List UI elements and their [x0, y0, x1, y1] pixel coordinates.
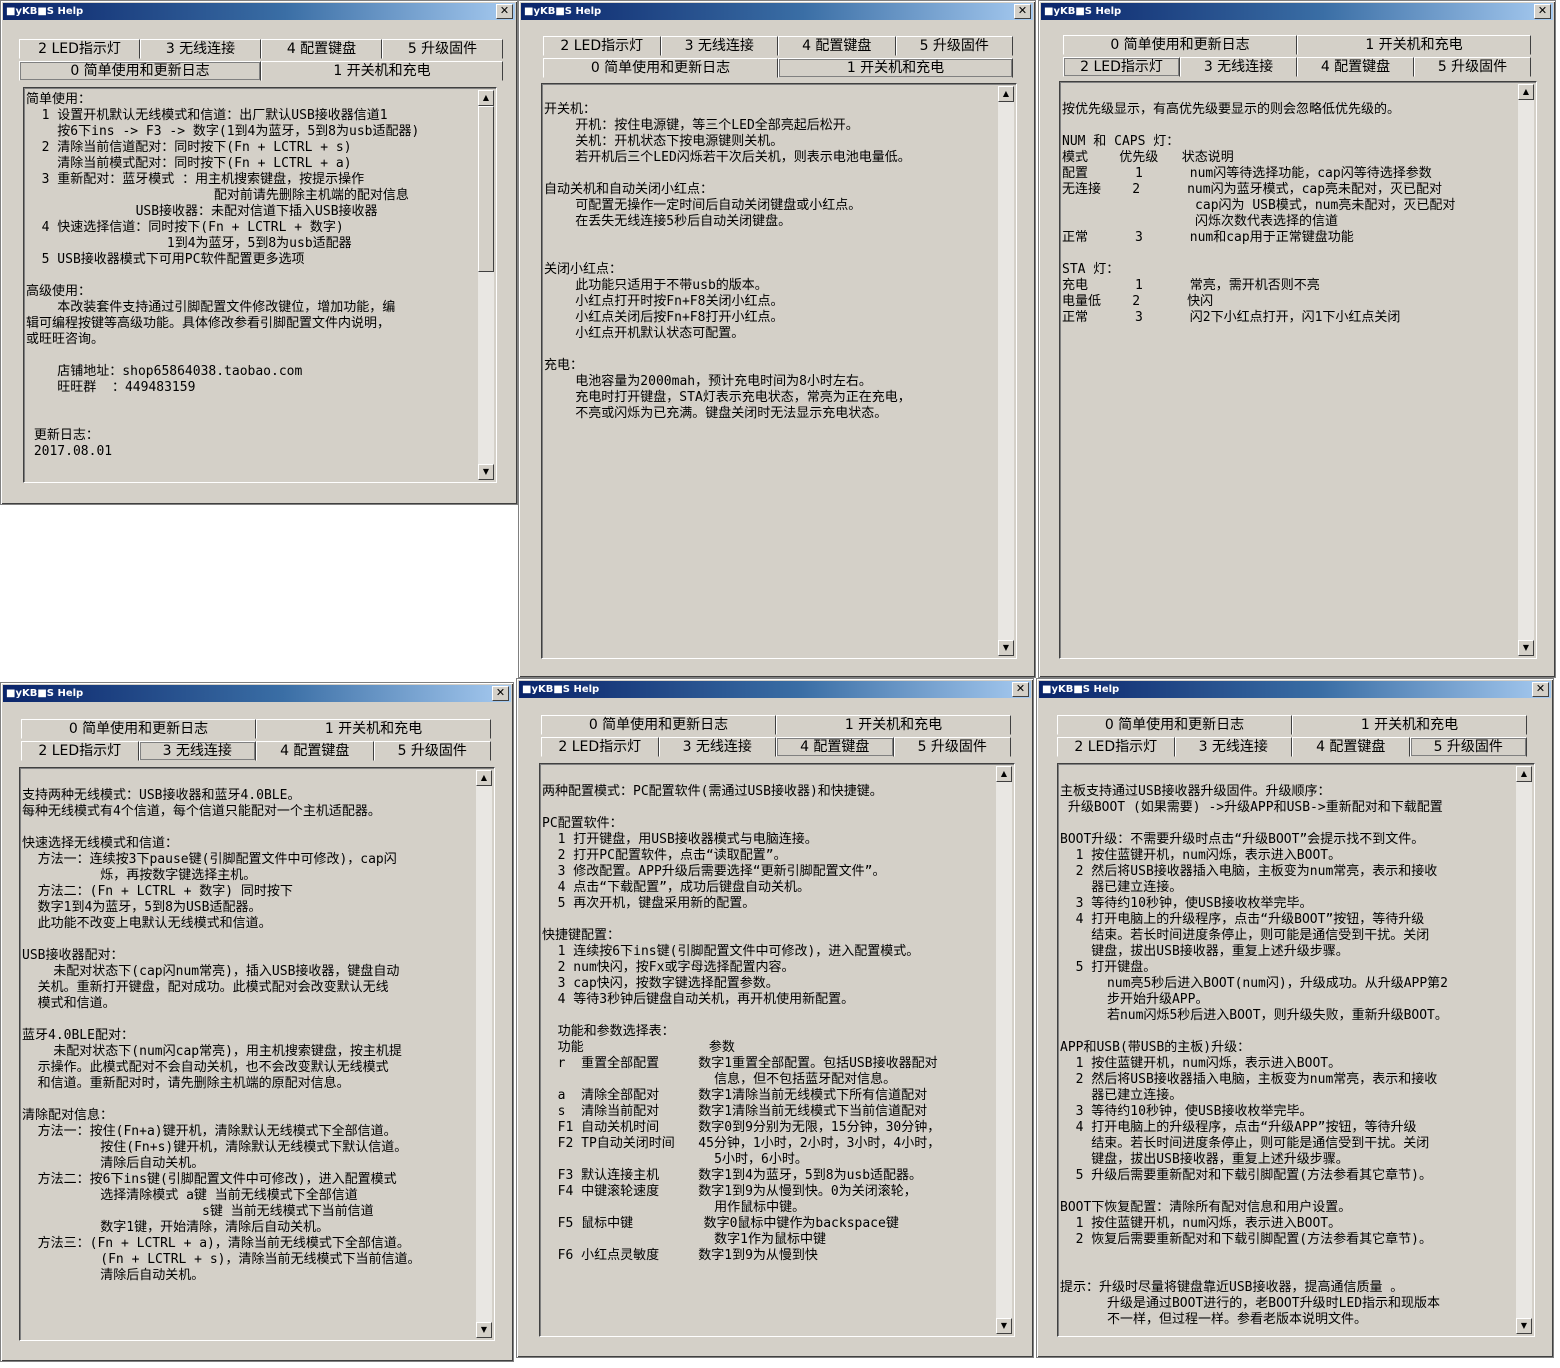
help-text-area[interactable]: 主板支持通过USB接收器升级固件。升级顺序： 升级BOOT (如果需要) ->升… — [1057, 763, 1535, 1337]
scroll-up-button[interactable]: ▲ — [1516, 766, 1532, 782]
tab-configure-keyboard[interactable]: 4 配置键盘 — [256, 741, 374, 761]
tab-strip: 0 简单使用和更新日志 1 开关机和充电 2 LED指示灯 3 无线连接 4 配… — [541, 715, 1011, 761]
tab-configure-keyboard[interactable]: 4 配置键盘 — [1297, 57, 1414, 77]
tab-strip: 0 简单使用和更新日志 1 开关机和充电 2 LED指示灯 3 无线连接 4 配… — [21, 719, 491, 765]
window-title: ■yKB■S Help — [6, 688, 84, 699]
title-bar[interactable]: ■yKB■S Help ✕ — [519, 681, 1031, 698]
help-text: 支持两种无线模式：USB接收器和蓝牙4.0BLE。 每种无线模式有4个信道，每个… — [22, 788, 421, 1283]
scroll-down-button[interactable]: ▼ — [1518, 640, 1534, 656]
tab-wireless[interactable]: 3 无线连接 — [1174, 737, 1292, 757]
help-window-wireless: ■yKB■S Help ✕ 0 简单使用和更新日志 1 开关机和充电 2 LED… — [0, 682, 514, 1362]
tab-strip: 2 LED指示灯 3 无线连接 4 配置键盘 5 升级固件 0 简单使用和更新日… — [19, 39, 503, 85]
tab-upgrade-firmware[interactable]: 5 升级固件 — [895, 36, 1013, 56]
scroll-up-button[interactable]: ▲ — [996, 766, 1012, 782]
tab-strip: 2 LED指示灯 3 无线连接 4 配置键盘 5 升级固件 0 简单使用和更新日… — [543, 36, 1013, 82]
help-text: 主板支持通过USB接收器升级固件。升级顺序： 升级BOOT (如果需要) ->升… — [1060, 784, 1449, 1327]
tab-simple-usage[interactable]: 0 简单使用和更新日志 — [541, 715, 776, 735]
tab-power-charging[interactable]: 1 开关机和充电 — [776, 715, 1011, 735]
tab-simple-usage[interactable]: 0 简单使用和更新日志 — [543, 58, 778, 78]
tab-power-charging[interactable]: 1 开关机和充电 — [261, 61, 503, 81]
close-button[interactable]: ✕ — [1012, 682, 1029, 697]
help-window-led: ■yKB■S Help ✕ 0 简单使用和更新日志 1 开关机和充电 2 LED… — [1038, 0, 1556, 678]
title-bar[interactable]: ■yKB■S Help ✕ — [3, 3, 515, 20]
tab-power-charging[interactable]: 1 开关机和充电 — [1297, 35, 1531, 55]
vertical-scrollbar[interactable]: ▲ ▼ — [998, 86, 1014, 656]
tab-led[interactable]: 2 LED指示灯 — [541, 737, 659, 757]
help-window-power-charging: ■yKB■S Help ✕ 2 LED指示灯 3 无线连接 4 配置键盘 5 升… — [518, 0, 1036, 678]
help-window-simple-usage: ■yKB■S Help ✕ 2 LED指示灯 3 无线连接 4 配置键盘 5 升… — [0, 0, 518, 505]
tab-configure-keyboard[interactable]: 4 配置键盘 — [261, 39, 382, 59]
help-text: 按优先级显示，有高优先级要显示的则会忽略低优先级的。 NUM 和 CAPS 灯：… — [1062, 102, 1456, 325]
tab-wireless[interactable]: 3 无线连接 — [658, 737, 776, 757]
scroll-thumb[interactable] — [478, 106, 494, 272]
tab-configure-keyboard[interactable]: 4 配置键盘 — [778, 36, 896, 56]
help-text-area[interactable]: 支持两种无线模式：USB接收器和蓝牙4.0BLE。 每种无线模式有4个信道，每个… — [19, 767, 495, 1341]
tab-led[interactable]: 2 LED指示灯 — [19, 39, 140, 59]
tab-wireless[interactable]: 3 无线连接 — [660, 36, 778, 56]
tab-upgrade-firmware[interactable]: 5 升级固件 — [382, 39, 503, 59]
scroll-down-button[interactable]: ▼ — [476, 1322, 492, 1338]
close-button[interactable]: ✕ — [1532, 682, 1549, 697]
close-button[interactable]: ✕ — [496, 4, 513, 19]
tab-configure-keyboard[interactable]: 4 配置键盘 — [776, 737, 894, 757]
tab-led[interactable]: 2 LED指示灯 — [21, 741, 139, 761]
tab-power-charging[interactable]: 1 开关机和充电 — [256, 719, 491, 739]
title-bar[interactable]: ■yKB■S Help ✕ — [3, 685, 511, 702]
vertical-scrollbar[interactable]: ▲ ▼ — [478, 90, 494, 480]
help-text: 两种配置模式：PC配置软件(需通过USB接收器)和快捷键。 PC配置软件： 1 … — [542, 784, 941, 1263]
tab-upgrade-firmware[interactable]: 5 升级固件 — [1409, 737, 1527, 757]
tab-upgrade-firmware[interactable]: 5 升级固件 — [373, 741, 491, 761]
tab-led[interactable]: 2 LED指示灯 — [1063, 57, 1180, 77]
help-text: 简单使用： 1 设置开机默认无线模式和信道：出厂默认USB接收器信道1 按6下i… — [26, 92, 420, 459]
tab-strip: 0 简单使用和更新日志 1 开关机和充电 2 LED指示灯 3 无线连接 4 配… — [1063, 35, 1531, 81]
tab-wireless[interactable]: 3 无线连接 — [1180, 57, 1297, 77]
help-text-area[interactable]: 简单使用： 1 设置开机默认无线模式和信道：出厂默认USB接收器信道1 按6下i… — [23, 87, 497, 483]
window-title: ■yKB■S Help — [1044, 6, 1122, 17]
help-text-area[interactable]: 按优先级显示，有高优先级要显示的则会忽略低优先级的。 NUM 和 CAPS 灯：… — [1059, 81, 1537, 659]
tab-led[interactable]: 2 LED指示灯 — [543, 36, 661, 56]
tab-wireless[interactable]: 3 无线连接 — [138, 741, 256, 761]
vertical-scrollbar[interactable]: ▲ ▼ — [996, 766, 1012, 1334]
window-title: ■yKB■S Help — [1042, 684, 1120, 695]
tab-wireless[interactable]: 3 无线连接 — [140, 39, 261, 59]
help-text-area[interactable]: 开关机： 开机：按住电源键，等三个LED全部亮起后松开。 关机：开机状态下按电源… — [541, 83, 1017, 659]
window-title: ■yKB■S Help — [522, 684, 600, 695]
tab-configure-keyboard[interactable]: 4 配置键盘 — [1292, 737, 1410, 757]
tab-simple-usage[interactable]: 0 简单使用和更新日志 — [21, 719, 256, 739]
title-bar[interactable]: ■yKB■S Help ✕ — [521, 3, 1033, 20]
tab-upgrade-firmware[interactable]: 5 升级固件 — [893, 737, 1011, 757]
tab-simple-usage[interactable]: 0 简单使用和更新日志 — [19, 61, 261, 81]
scroll-down-button[interactable]: ▼ — [478, 464, 494, 480]
scroll-down-button[interactable]: ▼ — [1516, 1318, 1532, 1334]
scroll-down-button[interactable]: ▼ — [998, 640, 1014, 656]
window-title: ■yKB■S Help — [6, 6, 84, 17]
scroll-up-button[interactable]: ▲ — [998, 86, 1014, 102]
tab-simple-usage[interactable]: 0 简单使用和更新日志 — [1063, 35, 1297, 55]
scroll-up-button[interactable]: ▲ — [476, 770, 492, 786]
help-text: 开关机： 开机：按住电源键，等三个LED全部亮起后松开。 关机：开机状态下按电源… — [544, 102, 911, 421]
vertical-scrollbar[interactable]: ▲ ▼ — [1516, 766, 1532, 1334]
scroll-down-button[interactable]: ▼ — [996, 1318, 1012, 1334]
scroll-up-button[interactable]: ▲ — [478, 90, 494, 106]
help-window-upgrade-firmware: ■yKB■S Help ✕ 0 简单使用和更新日志 1 开关机和充电 2 LED… — [1036, 678, 1554, 1358]
title-bar[interactable]: ■yKB■S Help ✕ — [1039, 681, 1551, 698]
close-button[interactable]: ✕ — [492, 686, 509, 701]
tab-strip: 0 简单使用和更新日志 1 开关机和充电 2 LED指示灯 3 无线连接 4 配… — [1057, 715, 1527, 761]
tab-power-charging[interactable]: 1 开关机和充电 — [778, 58, 1013, 78]
scroll-up-button[interactable]: ▲ — [1518, 84, 1534, 100]
vertical-scrollbar[interactable]: ▲ ▼ — [1518, 84, 1534, 656]
close-button[interactable]: ✕ — [1014, 4, 1031, 19]
window-title: ■yKB■S Help — [524, 6, 602, 17]
tab-power-charging[interactable]: 1 开关机和充电 — [1292, 715, 1527, 735]
help-text-area[interactable]: 两种配置模式：PC配置软件(需通过USB接收器)和快捷键。 PC配置软件： 1 … — [539, 763, 1015, 1337]
close-button[interactable]: ✕ — [1534, 4, 1551, 19]
help-window-configure-keyboard: ■yKB■S Help ✕ 0 简单使用和更新日志 1 开关机和充电 2 LED… — [516, 678, 1034, 1358]
tab-led[interactable]: 2 LED指示灯 — [1057, 737, 1175, 757]
tab-upgrade-firmware[interactable]: 5 升级固件 — [1414, 57, 1531, 77]
title-bar[interactable]: ■yKB■S Help ✕ — [1041, 3, 1553, 20]
vertical-scrollbar[interactable]: ▲ ▼ — [476, 770, 492, 1338]
tab-simple-usage[interactable]: 0 简单使用和更新日志 — [1057, 715, 1292, 735]
